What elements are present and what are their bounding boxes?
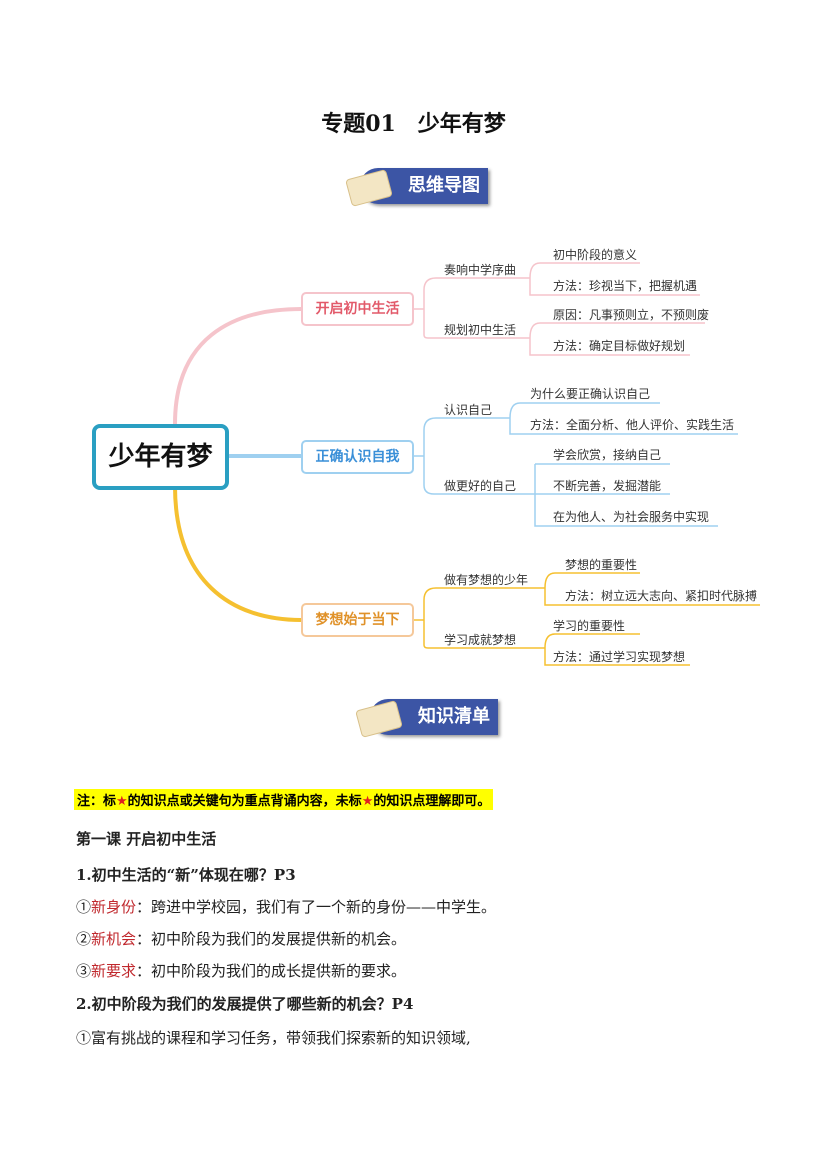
- branch-node-2: 正确认识自我: [301, 440, 414, 474]
- item-key: 新身份: [91, 898, 137, 916]
- note-text: 的知识点或关键句为重点背诵内容，未标: [127, 794, 362, 809]
- answer-item: ②新机会：初中阶段为我们的发展提供新的机会。: [76, 928, 406, 949]
- connector-branch-1: [173, 307, 302, 425]
- mindmap-banner-label: 思维导图: [408, 175, 480, 196]
- sub-node: 奏响中学序曲: [444, 263, 517, 277]
- book-icon: [355, 700, 403, 738]
- leaf-node: 梦想的重要性: [565, 558, 638, 572]
- item-number: ①: [76, 898, 92, 916]
- note-text: 注：标: [77, 794, 117, 809]
- leaf-node: 方法：通过学习实现梦想: [553, 650, 686, 664]
- knowledge-banner-label: 知识清单: [418, 706, 490, 727]
- answer-item: ①新身份：跨进中学校园，我们有了一个新的身份——中学生。: [76, 896, 496, 917]
- question-1: 1.初中生活的“新”体现在哪？P3: [76, 866, 296, 884]
- leaf-node: 方法：珍视当下，把握机遇: [553, 279, 698, 293]
- item-number: ①: [76, 1029, 92, 1047]
- branch-node-3: 梦想始于当下: [301, 603, 414, 637]
- mindmap-root: 少年有梦: [92, 424, 229, 490]
- leaf-node: 方法：全面分析、他人评价、实践生活: [530, 418, 735, 432]
- star-icon: ★: [361, 794, 374, 809]
- sub-node: 规划初中生活: [444, 323, 517, 337]
- leaf-node: 学习的重要性: [553, 619, 626, 633]
- item-text: ：跨进中学校园，我们有了一个新的身份——中学生。: [136, 898, 497, 916]
- leaf-node: 原因：凡事预则立，不预则废: [553, 308, 710, 322]
- connector-branch-3: [173, 485, 302, 622]
- sub-node: 认识自己: [444, 403, 493, 417]
- knowledge-banner: 知识清单: [355, 699, 498, 738]
- mindmap-banner: 思维导图: [345, 168, 488, 207]
- sub-node: 学习成就梦想: [444, 633, 517, 647]
- leaf-node: 方法：树立远大志向、紧扣时代脉搏: [565, 589, 758, 603]
- highlight-note: 注：标★的知识点或关键句为重点背诵内容，未标★的知识点理解即可。: [74, 789, 494, 810]
- answer-item: ③新要求：初中阶段为我们的成长提供新的要求。: [76, 960, 406, 981]
- sub-node: 做有梦想的少年: [444, 573, 529, 587]
- question-2: 2.初中阶段为我们的发展提供了哪些新的机会？P4: [76, 995, 414, 1013]
- leaf-node: 初中阶段的意义: [553, 248, 638, 262]
- item-key: 新机会: [91, 930, 137, 948]
- item-key: 新要求: [91, 962, 137, 980]
- page-title: 专题01 少年有梦: [321, 111, 506, 137]
- item-number: ③: [76, 962, 92, 980]
- leaf-node: 方法：确定目标做好规划: [553, 339, 686, 353]
- answer-item: ①富有挑战的课程和学习任务，带领我们探索新的知识领域,: [76, 1027, 471, 1048]
- item-text: ：初中阶段为我们的成长提供新的要求。: [136, 962, 407, 980]
- item-text: 富有挑战的课程和学习任务，带领我们探索新的知识领域,: [91, 1029, 471, 1047]
- lesson-heading: 第一课 开启初中生活: [76, 830, 217, 848]
- leaf-node: 为什么要正确认识自己: [530, 387, 651, 401]
- mindmap-connectors: [173, 262, 760, 666]
- note-text: 的知识点理解即可。: [373, 794, 491, 809]
- star-icon: ★: [116, 794, 128, 809]
- branch-node-1: 开启初中生活: [301, 292, 414, 326]
- leaf-node: 不断完善，发掘潜能: [553, 479, 662, 493]
- item-text: ：初中阶段为我们的发展提供新的机会。: [136, 930, 407, 948]
- leaf-node: 学会欣赏，接纳自己: [553, 448, 662, 462]
- item-number: ②: [76, 930, 92, 948]
- leaf-node: 在为他人、为社会服务中实现: [553, 510, 710, 524]
- sub-node: 做更好的自己: [444, 479, 517, 493]
